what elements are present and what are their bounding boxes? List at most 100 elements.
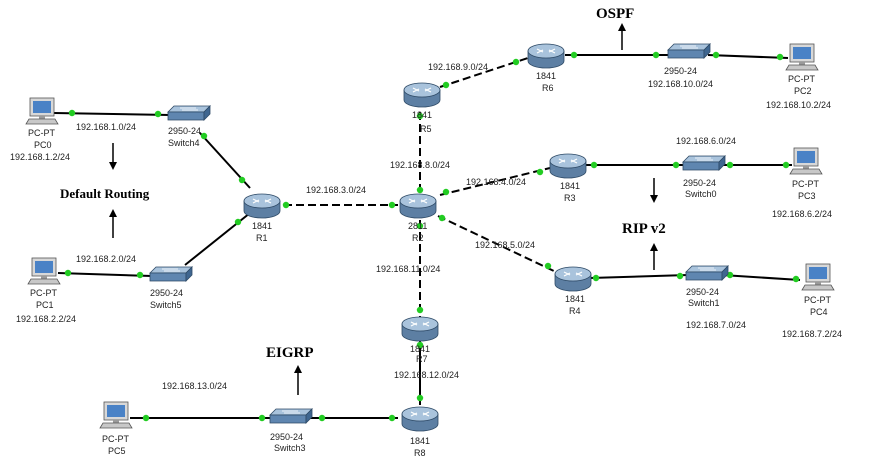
protocol-label-eigrp: EIGRP xyxy=(266,345,314,361)
switch-switch0[interactable]: 2950-24 Switch0 xyxy=(682,155,726,199)
pc-ip: 192.168.1.2/24 xyxy=(10,152,70,162)
pc-ip: 192.168.6.2/24 xyxy=(772,209,832,219)
port-indicators xyxy=(64,51,800,422)
switch-switch5[interactable]: 2950-24 Switch5 xyxy=(149,266,193,310)
port-up-indicator xyxy=(416,186,424,194)
network-label-n1: 192.168.1.0/24 xyxy=(76,122,136,132)
router-name: R7 xyxy=(416,354,428,364)
port-up-indicator xyxy=(536,168,544,176)
port-up-indicator xyxy=(416,394,424,402)
network-label-n8: 192.168.8.0/24 xyxy=(390,160,450,170)
switch-switch3[interactable]: 2950-24 Switch3 xyxy=(269,408,313,453)
router-model: 1841 xyxy=(536,71,556,81)
port-up-indicator xyxy=(238,176,246,184)
port-up-indicator xyxy=(142,414,150,422)
protocol-label-ospf: OSPF xyxy=(596,6,634,22)
link-switch1-pc4 xyxy=(721,274,801,281)
pc-name: PC0 xyxy=(34,140,52,150)
pc-type: PC-PT xyxy=(102,434,130,444)
network-labels: 192.168.1.0/24 192.168.2.0/24 192.168.3.… xyxy=(76,62,746,391)
pc-type: PC-PT xyxy=(804,295,832,305)
arrow-up-icon xyxy=(294,365,302,395)
router-model: 1841 xyxy=(412,110,432,120)
protocol-label-default-routing: Default Routing xyxy=(60,186,150,201)
port-up-indicator xyxy=(136,271,144,279)
switch-model: 2950-24 xyxy=(686,287,719,297)
port-up-indicator xyxy=(512,58,520,66)
switch-switch6[interactable]: 2950-24 xyxy=(664,43,711,76)
arrow-up-icon xyxy=(650,243,658,270)
pc-type: PC-PT xyxy=(788,74,816,84)
pc-type: PC-PT xyxy=(30,288,58,298)
router-name: R2 xyxy=(412,233,424,243)
router-r6[interactable]: 1841 R6 xyxy=(527,43,565,93)
arrow-down-icon xyxy=(650,178,658,203)
pc-pc1[interactable]: PC-PT PC1 192.168.2.2/24 xyxy=(16,257,76,324)
switch-name: Switch0 xyxy=(685,189,717,199)
port-up-indicator xyxy=(792,275,800,283)
port-up-indicator xyxy=(442,81,450,89)
router-r8[interactable]: 1841 R8 xyxy=(401,406,439,458)
switch-model: 2950-24 xyxy=(683,178,716,188)
port-up-indicator xyxy=(726,271,734,279)
pc-name: PC4 xyxy=(810,307,828,317)
switch-switch4[interactable]: 2950-24 Switch4 xyxy=(167,105,211,148)
pc-pc3[interactable]: PC-PT PC3 192.168.6.2/24 xyxy=(772,147,832,219)
router-r4[interactable]: 1841 R4 xyxy=(554,266,592,316)
pc-name: PC5 xyxy=(108,446,126,456)
port-up-indicator xyxy=(676,272,684,280)
port-up-indicator xyxy=(282,201,290,209)
switch-name: Switch5 xyxy=(150,300,182,310)
pc-pc5[interactable]: PC-PT PC5 xyxy=(99,401,133,456)
router-r7[interactable]: 1841 R7 xyxy=(401,316,439,364)
pc-pc2[interactable]: PC-PT PC2 192.168.10.2/24 xyxy=(766,43,831,110)
router-name: R1 xyxy=(256,233,268,243)
router-model: 1841 xyxy=(410,436,430,446)
network-label-n11: 192.168.11.0/24 xyxy=(376,264,440,274)
protocol-label-rip: RIP v2 xyxy=(622,221,666,237)
port-up-indicator xyxy=(590,161,598,169)
router-r2[interactable]: 2811 R2 xyxy=(399,193,437,243)
pc-name: PC3 xyxy=(798,191,816,201)
switch-model: 2950-24 xyxy=(168,126,201,136)
port-up-indicator xyxy=(388,201,396,209)
link-r2-r3 xyxy=(439,167,551,196)
port-up-indicator xyxy=(672,161,680,169)
pc-pc0[interactable]: PC-PT PC0 192.168.1.2/24 xyxy=(10,97,70,162)
network-label-n2: 192.168.2.0/24 xyxy=(76,254,136,264)
router-model: 2811 xyxy=(408,221,427,231)
switch-model: 2950-24 xyxy=(664,66,697,76)
link-switch6-pc2 xyxy=(707,54,789,59)
port-up-indicator xyxy=(258,414,266,422)
arrow-up-icon xyxy=(109,209,117,238)
router-r3[interactable]: 1841 R3 xyxy=(549,153,587,203)
port-up-indicator xyxy=(416,222,424,230)
router-name: R5 xyxy=(420,124,432,134)
network-label-n6: 192.168.6.0/24 xyxy=(676,136,736,146)
network-label-n12: 192.168.12.0/24 xyxy=(394,370,459,380)
pc-name: PC2 xyxy=(794,86,812,96)
router-model: 1841 xyxy=(252,221,272,231)
network-label-n13: 192.168.13.0/24 xyxy=(162,381,227,391)
port-up-indicator xyxy=(592,274,600,282)
port-up-indicator xyxy=(200,132,208,140)
port-up-indicator xyxy=(318,414,326,422)
port-up-indicator xyxy=(416,112,424,120)
switch-name: Switch3 xyxy=(274,443,306,453)
pc-ip: 192.168.7.2/24 xyxy=(782,329,842,339)
switch-name: Switch1 xyxy=(688,298,720,308)
switch-model: 2950-24 xyxy=(150,288,183,298)
port-up-indicator xyxy=(416,306,424,314)
port-up-indicator xyxy=(782,161,790,169)
pc-pc4[interactable]: PC-PT PC4 192.168.7.2/24 xyxy=(782,263,842,339)
router-r5[interactable]: 1841 R5 xyxy=(403,82,441,134)
router-name: R6 xyxy=(542,83,554,93)
link-r4-switch1 xyxy=(589,274,689,279)
network-label-n9: 192.168.9.0/24 xyxy=(428,62,488,72)
router-r1[interactable]: 1841 R1 xyxy=(243,193,281,243)
arrow-down-icon xyxy=(109,143,117,170)
switch-switch1[interactable]: 2950-24 Switch1 xyxy=(685,265,729,308)
port-up-indicator xyxy=(64,269,72,277)
port-up-indicator xyxy=(416,341,424,349)
pc-name: PC1 xyxy=(36,300,54,310)
